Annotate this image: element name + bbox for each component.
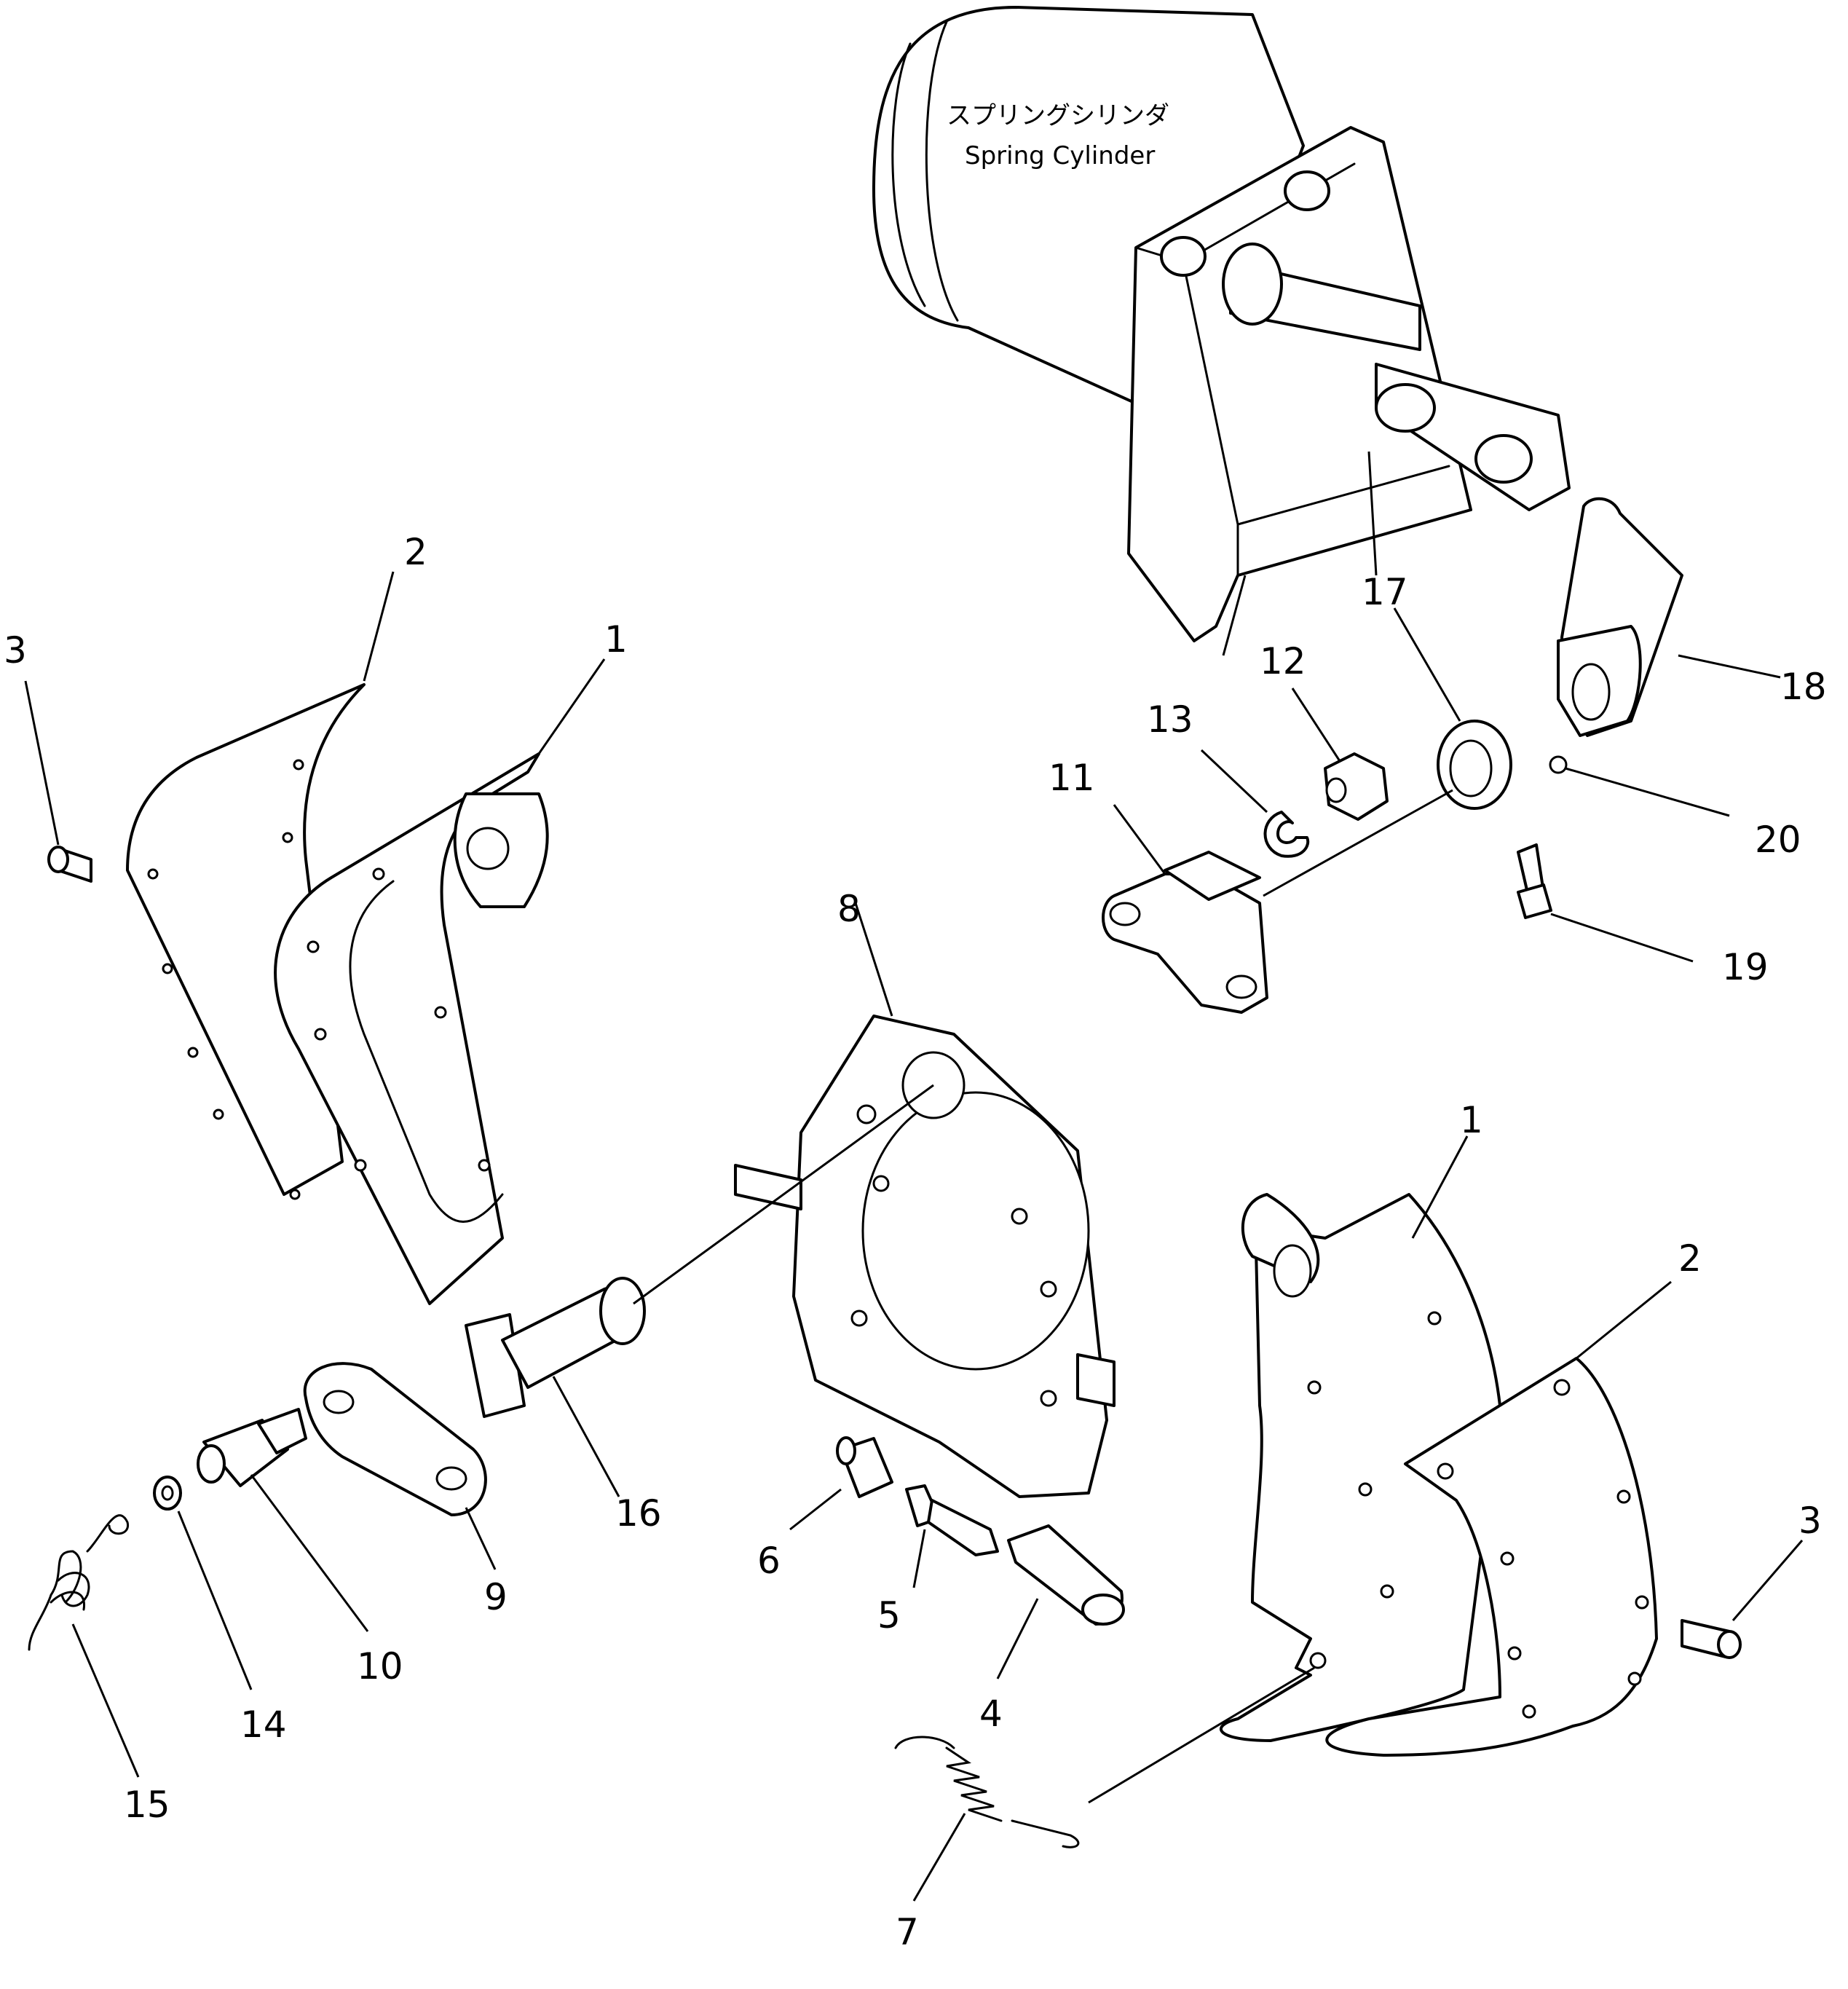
- cylinder-label-en: Spring Cylinder: [965, 141, 1155, 170]
- rivet-right: [1681, 1619, 1742, 1659]
- bolt-5: [905, 1484, 999, 1556]
- callout-17: 17: [1362, 571, 1408, 613]
- callout-12: 12: [1260, 640, 1306, 682]
- callout-16: 16: [615, 1492, 662, 1535]
- callout-5: 5: [877, 1594, 901, 1637]
- camshaft: [465, 1277, 646, 1418]
- right-brake-shoe: [1220, 1193, 1501, 1742]
- callout-2-left: 2: [404, 531, 427, 573]
- washer-17: [1437, 720, 1512, 810]
- roller-4: [1007, 1524, 1125, 1626]
- callout-14: 14: [240, 1704, 287, 1746]
- callout-10: 10: [357, 1645, 403, 1687]
- callout-8: 8: [837, 888, 861, 930]
- sleeve-6: [836, 1436, 893, 1498]
- callout-2-right: 2: [1678, 1237, 1702, 1280]
- slack-adjuster-18: [1557, 497, 1683, 737]
- callout-15: 15: [124, 1784, 170, 1826]
- pin: [197, 1408, 307, 1487]
- link-plate: [303, 1362, 487, 1516]
- callout-6: 6: [757, 1540, 781, 1582]
- callout-20: 20: [1755, 819, 1801, 861]
- left-brake-shoe: [274, 752, 549, 1305]
- assembly-lines: [633, 451, 1453, 1804]
- callout-9: 9: [484, 1576, 508, 1618]
- spring-7: [894, 1736, 1080, 1848]
- bolt-19: [1517, 843, 1552, 919]
- spring-15: [28, 1514, 129, 1651]
- callout-3-left: 3: [4, 629, 27, 671]
- clip-20: [1549, 755, 1568, 774]
- rivet-left: [47, 846, 92, 883]
- callout-7: 7: [896, 1911, 919, 1953]
- callout-13: 13: [1147, 698, 1193, 741]
- cylinder-label-jp: スプリングシリンダ: [947, 101, 1169, 130]
- backing-plate: [734, 1015, 1115, 1498]
- left-brake-lining: [126, 683, 366, 1200]
- callout-1-left: 1: [604, 618, 628, 661]
- callout-19: 19: [1722, 946, 1769, 988]
- callout-18: 18: [1780, 666, 1827, 708]
- callout-leaders: [24, 571, 1804, 1902]
- spring-cylinder: スプリングシリンダ Spring Cylinder: [872, 6, 1571, 642]
- callout-11: 11: [1049, 757, 1095, 799]
- right-brake-lining: [1325, 1357, 1658, 1757]
- callout-4: 4: [979, 1693, 1003, 1735]
- bracket-11: [1102, 851, 1268, 1014]
- callout-3-right: 3: [1798, 1500, 1822, 1542]
- callout-1-right: 1: [1460, 1099, 1483, 1141]
- callout-numbers: 1 2 3 1 2 3 4 5 6 7 8 9 10 11 12 13 14 1…: [4, 531, 1827, 1953]
- snap-ring-13: [1263, 811, 1310, 858]
- nut-12: [1324, 752, 1389, 821]
